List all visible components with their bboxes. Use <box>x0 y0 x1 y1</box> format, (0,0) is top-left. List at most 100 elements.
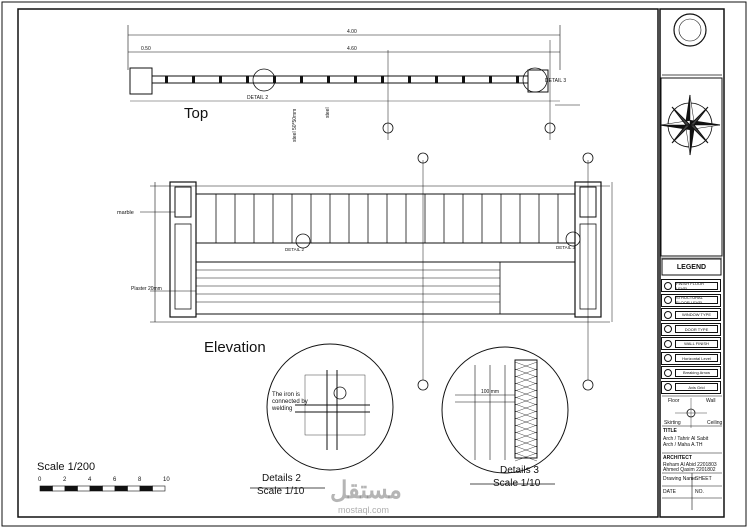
legend-row: Breaking Arrow <box>661 366 721 379</box>
legend-symbol-icon <box>664 383 672 391</box>
elevation-bars <box>215 194 559 243</box>
hatch-line <box>514 445 538 455</box>
legend-label: STRUCTURAL FLOOR LEVEL <box>675 295 718 305</box>
titleblock-title: TITLE <box>663 428 677 434</box>
rail-post <box>354 76 357 83</box>
compass-point <box>688 106 709 126</box>
top-view <box>127 25 580 140</box>
rail-post <box>381 76 384 83</box>
iron-size-note: 100 mm <box>481 389 499 395</box>
legend-label: DOOR TYPE <box>675 325 718 333</box>
compass-skirting: Skirting <box>664 420 681 426</box>
north-compass-icon <box>659 94 721 156</box>
scale-tick: 0 <box>38 477 42 483</box>
details2-scale: Scale 1/10 <box>257 486 305 497</box>
architect-name-2: Ahmed Qasim 2201802 <box>663 467 716 473</box>
compass-point <box>659 120 691 126</box>
scale-segment <box>39 485 53 492</box>
hatch-line <box>514 417 538 427</box>
rail-post <box>327 76 330 83</box>
titleblock-line-2: Arch / Maha A.TH <box>663 442 703 448</box>
titleblock-line-1: Arch / Tahrir Al Sabit <box>663 436 709 442</box>
scale-tick: 6 <box>113 477 117 483</box>
hatch-line <box>514 403 538 413</box>
scale-segment <box>89 485 103 492</box>
rail-post <box>516 76 519 83</box>
watermark-logo: مستقل <box>330 477 402 504</box>
top-rail-posts <box>165 76 519 83</box>
details3-title: Details 3 <box>500 465 539 476</box>
legend-symbol-icon <box>664 354 672 362</box>
elevation-view <box>140 152 613 391</box>
scale-segment <box>152 485 166 492</box>
dim-top-post: 0.50 <box>141 46 151 52</box>
hatch-line <box>514 389 538 399</box>
legend-row: FINISH FLOOR LEVEL <box>661 279 721 292</box>
steel-section-note: steel 50*50mm <box>292 109 298 142</box>
legend-row: Horizontal Level <box>661 351 721 365</box>
number-label: NO. <box>695 489 704 495</box>
drawing-name-label: Drawing Name <box>663 476 697 482</box>
legend-symbol-icon <box>664 339 672 348</box>
rail-post <box>489 76 492 83</box>
title-block <box>660 13 723 510</box>
scale-segment <box>139 485 153 492</box>
scale-tick: 2 <box>63 477 67 483</box>
compass-point <box>671 106 692 126</box>
scale-segment <box>52 485 66 492</box>
legend-symbol-icon <box>664 310 672 319</box>
hatch-line <box>514 438 538 448</box>
hatch-line <box>514 396 538 406</box>
scale-segment <box>64 485 78 492</box>
hatch-line <box>514 382 538 392</box>
legend-row: DOOR TYPE <box>661 322 721 336</box>
elevation-title: Elevation <box>204 339 266 356</box>
hatch-line <box>514 361 538 371</box>
legend-symbol-icon <box>664 368 672 377</box>
legend-label: Horizontal Level <box>675 354 718 362</box>
date-label: DATE <box>663 489 676 495</box>
iron-welding-note: The iron is connected by welding <box>272 392 308 412</box>
rail-post <box>462 76 465 83</box>
hatch-line <box>514 368 538 378</box>
sheet-label: SHEET <box>695 476 712 482</box>
legend-label: Axis Grid <box>675 383 718 391</box>
legend-row: Axis Grid <box>661 380 721 394</box>
detail-3-hatch <box>514 361 538 462</box>
compass-ceiling: Ceiling <box>707 420 723 426</box>
marble-note: marble <box>117 210 134 216</box>
scale-segment <box>102 485 116 492</box>
detail-2 <box>250 343 394 489</box>
legend-symbol-icon <box>664 325 672 333</box>
rail-post <box>300 76 303 83</box>
scale-segment <box>114 485 128 492</box>
detail3-elev-label: DETAIL 3 <box>556 245 576 250</box>
compass-wall: Wall <box>706 398 716 404</box>
details3-scale: Scale 1/10 <box>493 478 541 489</box>
detail3-top-label: DETAIL 3 <box>545 78 566 84</box>
steel-note: steel <box>325 107 331 118</box>
detail-3 <box>441 346 569 485</box>
rail-post <box>192 76 195 83</box>
hatch-line <box>514 431 538 441</box>
hatch-line <box>514 452 538 462</box>
scale-tick: 4 <box>88 477 92 483</box>
architect-name-1: Reham Al Abid 2201803 <box>663 462 717 468</box>
legend-label: FINISH FLOOR LEVEL <box>675 281 718 291</box>
rail-post <box>219 76 222 83</box>
scale-segment <box>77 485 91 492</box>
architect-heading: ARCHITECT <box>663 455 692 461</box>
scale-tick: 10 <box>163 477 170 483</box>
top-view-title: Top <box>184 105 209 122</box>
scale-tick: 8 <box>138 477 142 483</box>
sheet-border <box>17 8 659 518</box>
legend-row: WINDOW TYPE <box>661 308 721 321</box>
legend-row: STRUCTURAL FLOOR LEVEL <box>661 293 721 307</box>
legend-label: Breaking Arrow <box>675 368 718 377</box>
rail-post <box>273 76 276 83</box>
detail2-elev-label: DETAIL 2 <box>285 247 305 252</box>
compass-floor: Floor <box>668 398 680 404</box>
detail2-top-label: DETAIL 2 <box>247 95 268 101</box>
